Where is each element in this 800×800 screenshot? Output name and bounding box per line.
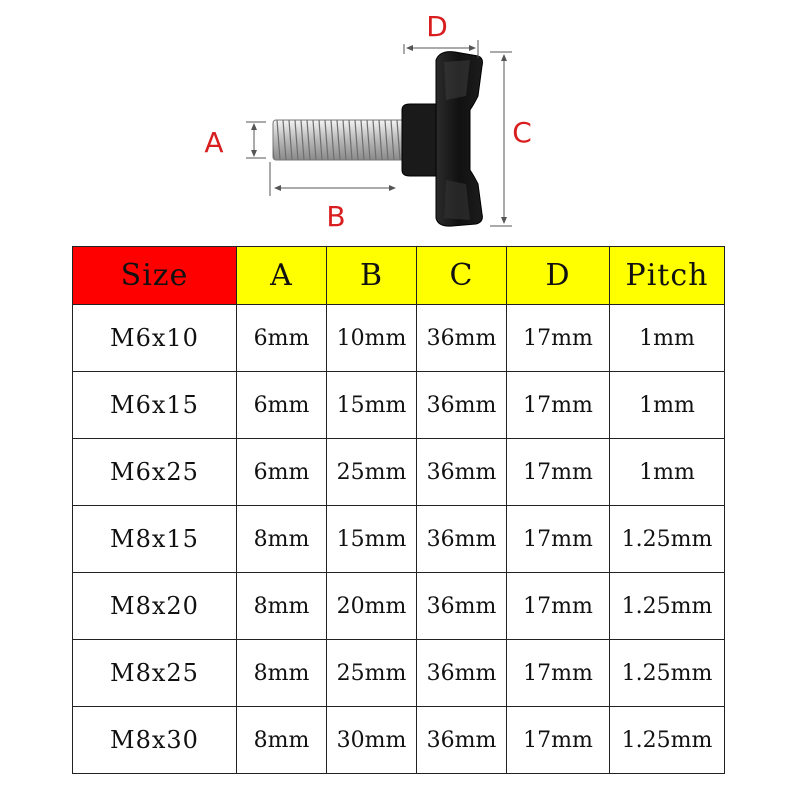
size-cell: M8x25 [72, 639, 237, 707]
d-cell: 17mm [506, 572, 610, 640]
d-cell: 17mm [506, 505, 610, 573]
a-cell: 8mm [236, 639, 327, 707]
pitch-cell: 1.25mm [609, 706, 725, 774]
size-cell: M8x15 [72, 505, 237, 573]
header-c: C [416, 246, 507, 305]
a-cell: 6mm [236, 438, 327, 506]
header-b: B [326, 246, 417, 305]
threaded-stud [272, 119, 406, 161]
size-cell: M6x25 [72, 438, 237, 506]
b-cell: 10mm [326, 304, 417, 372]
a-cell: 8mm [236, 706, 327, 774]
dimension-label-a: A [204, 126, 223, 159]
table-header-row: Size A B C D Pitch [72, 246, 725, 305]
pitch-cell: 1.25mm [609, 639, 725, 707]
pitch-cell: 1mm [609, 371, 725, 439]
table-row: M8x15 8mm 15mm 36mm 17mm 1.25mm [72, 505, 725, 573]
c-cell: 36mm [416, 639, 507, 707]
size-cell: M8x20 [72, 572, 237, 640]
a-cell: 6mm [236, 371, 327, 439]
d-cell: 17mm [506, 639, 610, 707]
d-cell: 17mm [506, 371, 610, 439]
b-cell: 15mm [326, 371, 417, 439]
header-a: A [236, 246, 327, 305]
c-cell: 36mm [416, 572, 507, 640]
size-cell: M8x30 [72, 706, 237, 774]
pitch-cell: 1.25mm [609, 572, 725, 640]
knob-dimension-diagram: A B C D [204, 10, 532, 233]
header-d: D [506, 246, 610, 305]
b-cell: 15mm [326, 505, 417, 573]
table-row: M8x25 8mm 25mm 36mm 17mm 1.25mm [72, 639, 725, 707]
knob-highlight [444, 60, 470, 100]
header-size: Size [72, 246, 237, 305]
pitch-cell: 1mm [609, 304, 725, 372]
size-specification-table: Size A B C D Pitch M6x10 6mm 10mm 36mm 1… [72, 246, 725, 774]
table-row: M6x25 6mm 25mm 36mm 17mm 1mm [72, 438, 725, 506]
pitch-cell: 1mm [609, 438, 725, 506]
knob-highlight-lower [444, 180, 470, 220]
dimension-label-d: D [426, 10, 448, 43]
dimension-label-c: C [512, 116, 532, 149]
knob-hub [401, 103, 437, 177]
c-cell: 36mm [416, 371, 507, 439]
c-cell: 36mm [416, 505, 507, 573]
table-row: M6x15 6mm 15mm 36mm 17mm 1mm [72, 371, 725, 439]
dimension-label-b: B [326, 200, 345, 233]
size-cell: M6x10 [72, 304, 237, 372]
table-row: M6x10 6mm 10mm 36mm 17mm 1mm [72, 304, 725, 372]
c-cell: 36mm [416, 706, 507, 774]
d-cell: 17mm [506, 438, 610, 506]
size-cell: M6x15 [72, 371, 237, 439]
b-cell: 25mm [326, 639, 417, 707]
a-cell: 8mm [236, 572, 327, 640]
b-cell: 25mm [326, 438, 417, 506]
table-row: M8x20 8mm 20mm 36mm 17mm 1.25mm [72, 572, 725, 640]
b-cell: 20mm [326, 572, 417, 640]
a-cell: 6mm [236, 304, 327, 372]
c-cell: 36mm [416, 304, 507, 372]
a-cell: 8mm [236, 505, 327, 573]
d-cell: 17mm [506, 706, 610, 774]
d-cell: 17mm [506, 304, 610, 372]
c-cell: 36mm [416, 438, 507, 506]
table-row: M8x30 8mm 30mm 36mm 17mm 1.25mm [72, 706, 725, 774]
pitch-cell: 1.25mm [609, 505, 725, 573]
header-pitch: Pitch [609, 246, 725, 305]
b-cell: 30mm [326, 706, 417, 774]
